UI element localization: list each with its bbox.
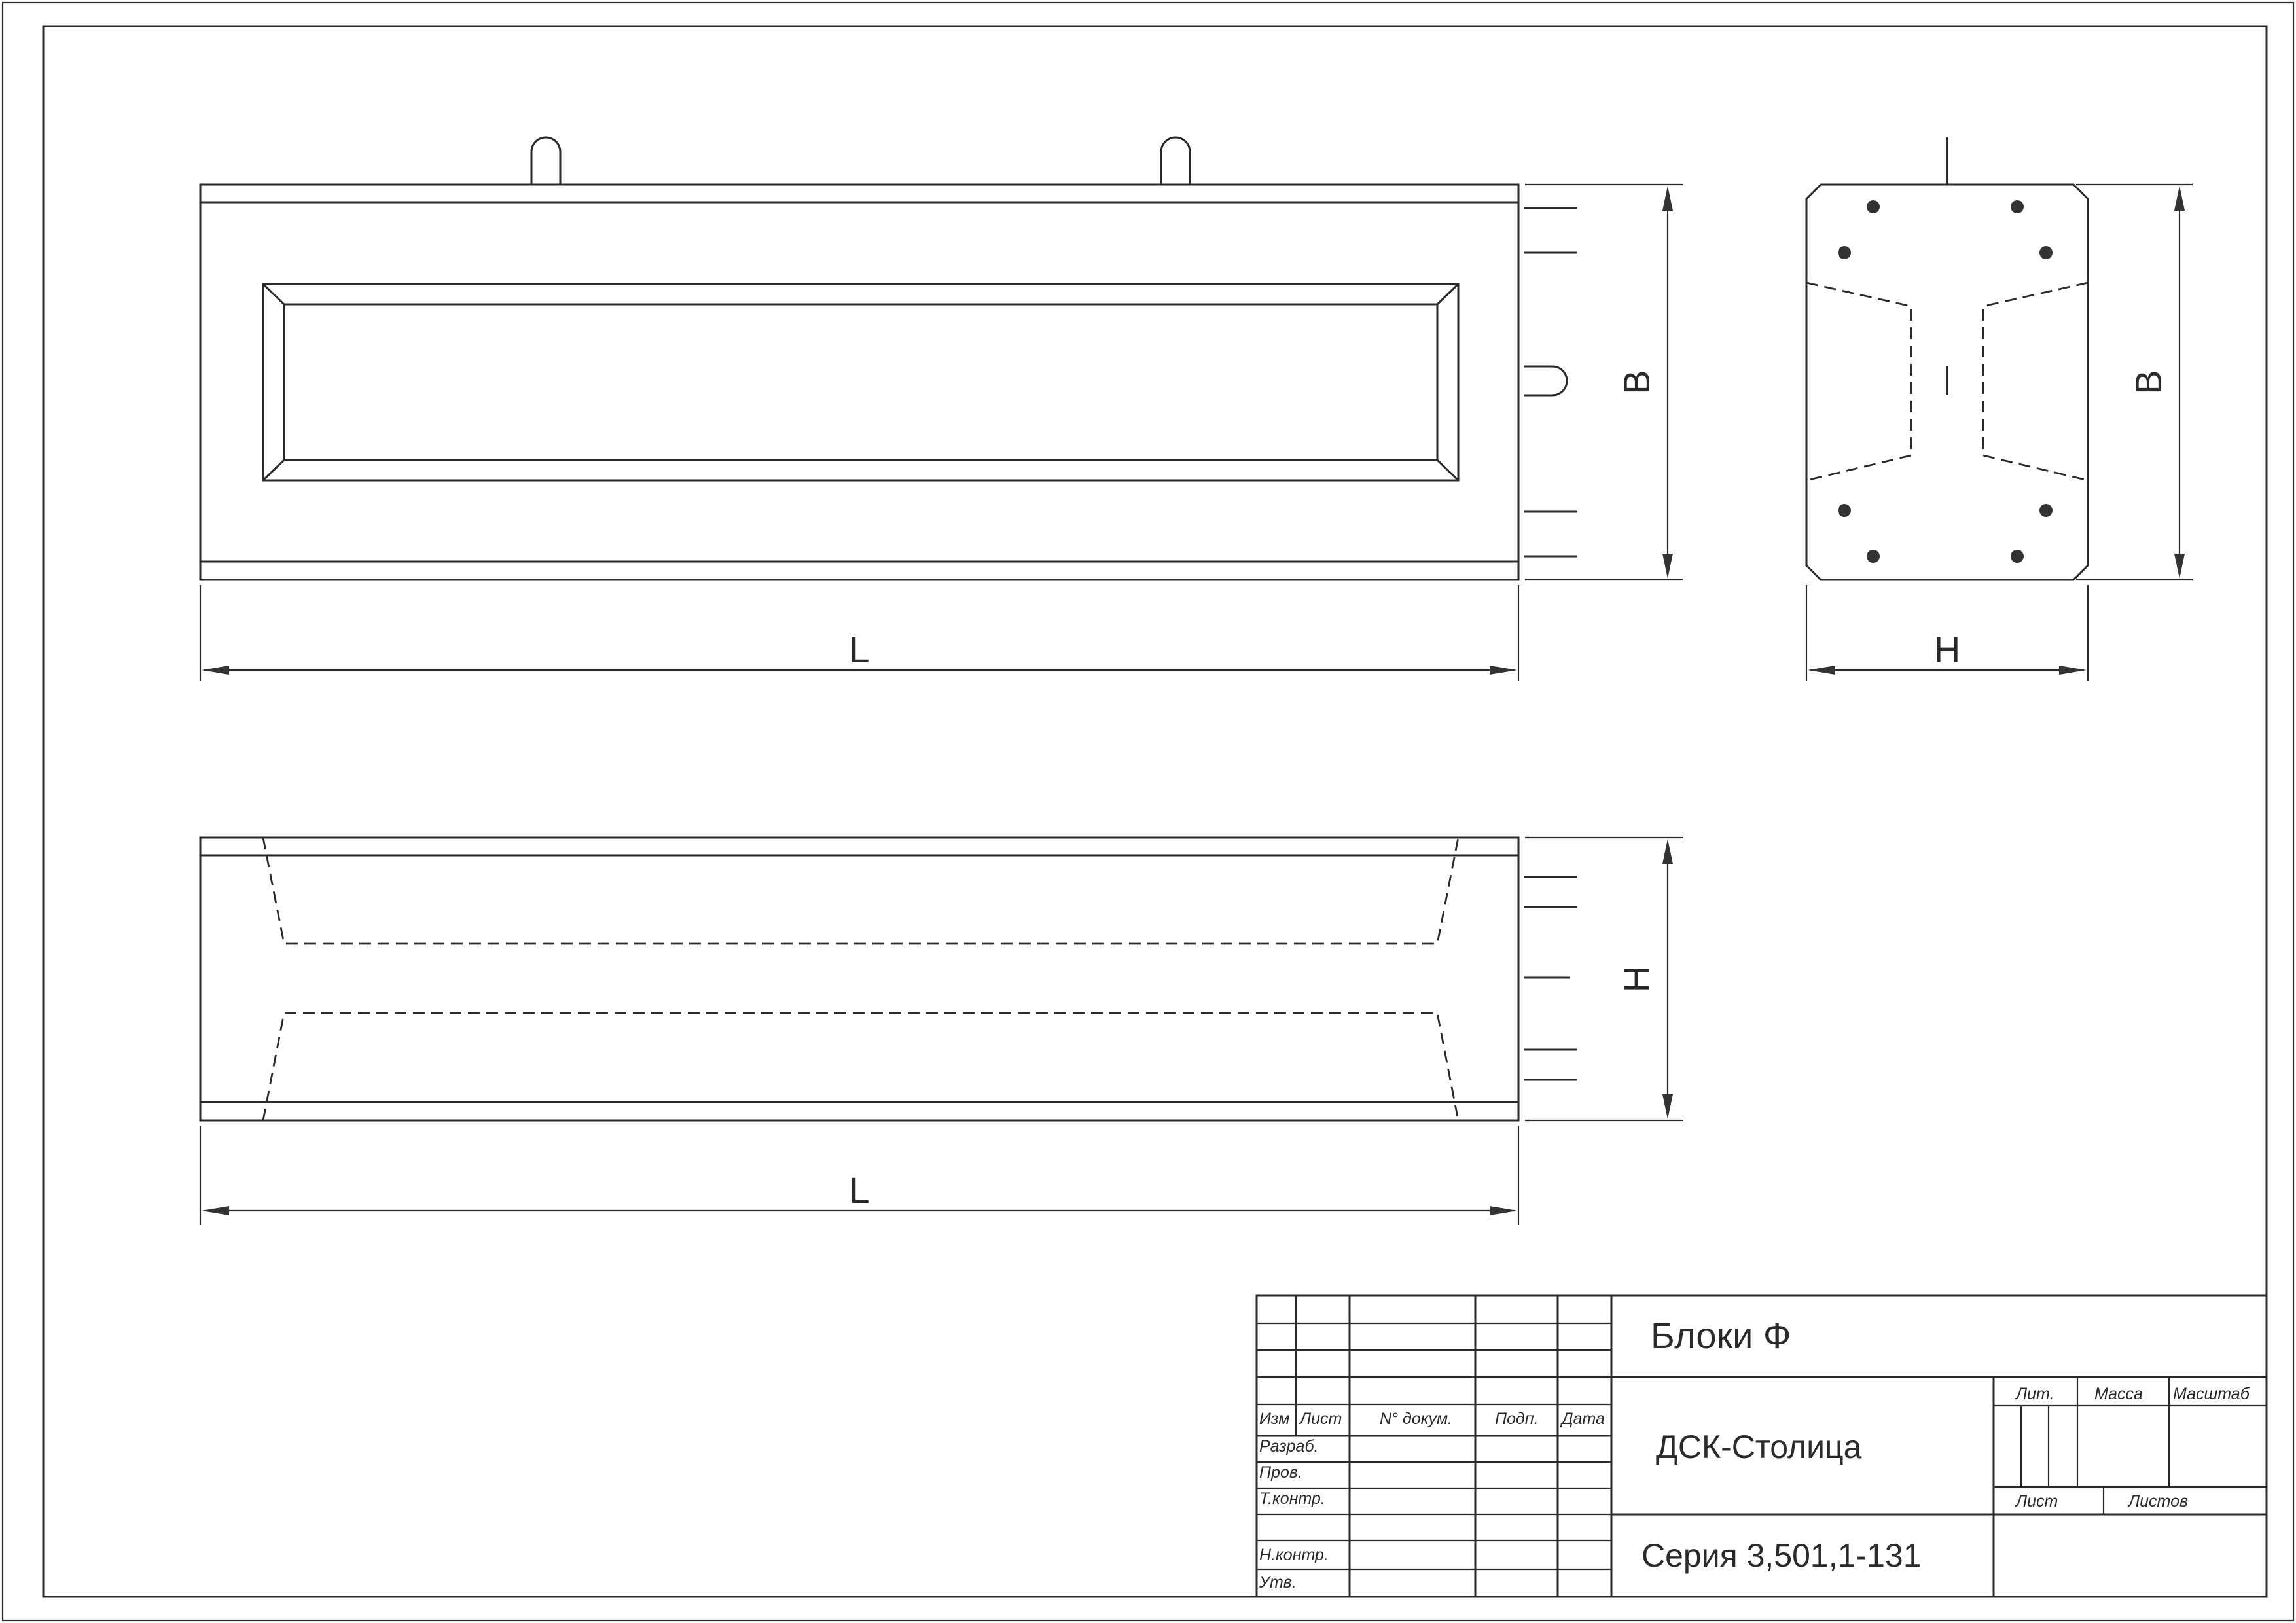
rebar-dot <box>2011 550 2024 563</box>
void-left <box>1806 281 1912 482</box>
rebar-dot <box>1838 246 1851 259</box>
label-lit: Лит. <box>2015 1385 2054 1403</box>
col-list: Лист <box>1299 1410 1342 1428</box>
rebar-dot <box>2039 504 2053 517</box>
rebar-dot <box>2039 246 2053 259</box>
rebar-dot <box>1867 550 1880 563</box>
side-view: B H <box>1805 137 2193 681</box>
col-doc-no: N° докум. <box>1380 1410 1452 1428</box>
row-tech-control: Т.контр. <box>1259 1489 1325 1508</box>
label-sheets: Листов <box>2127 1492 2188 1510</box>
label-scale: Масштаб <box>2173 1385 2250 1403</box>
side-loop <box>1524 365 1568 397</box>
row-approved: Утв. <box>1259 1573 1297 1592</box>
organization-name: ДСК-Столица <box>1656 1429 1862 1465</box>
plan-view: H L <box>199 836 1683 1225</box>
series-number: Серия 3,501,1-131 <box>1641 1537 1922 1574</box>
rebar-dot <box>1867 200 1880 213</box>
label-mass: Масса <box>2094 1385 2143 1403</box>
title-block: Изм Лист N° докум. Подп. Дата Разраб. Пр… <box>1255 1294 2268 1598</box>
dim-width-label: B <box>1616 370 1657 394</box>
label-sheet: Лист <box>2015 1492 2058 1510</box>
front-view-outline <box>199 183 1520 581</box>
void-right <box>1982 281 2089 482</box>
drawing-frame <box>42 25 2268 1598</box>
drawing-title: Блоки Ф <box>1651 1315 1791 1356</box>
void-bottom <box>262 1012 1460 1121</box>
void-top <box>262 837 1460 945</box>
dim-length-label-top: L <box>849 629 869 670</box>
col-izm: Изм <box>1259 1410 1289 1428</box>
dim-height-label-side: H <box>1934 629 1960 670</box>
col-sign: Подп. <box>1495 1410 1539 1428</box>
row-developed: Разраб. <box>1259 1437 1318 1455</box>
recess-outer <box>262 283 1460 482</box>
plan-view-outline <box>199 836 1520 1122</box>
rebar-dot <box>1838 504 1851 517</box>
col-date: Дата <box>1560 1410 1605 1428</box>
front-view: B L <box>199 136 1683 681</box>
row-norm-control: Н.контр. <box>1259 1546 1329 1564</box>
lifting-loop-right <box>1160 136 1191 185</box>
dim-width-label-side: B <box>2128 370 2169 394</box>
lifting-loop-left <box>530 136 562 185</box>
dim-length-label-bottom: L <box>849 1169 869 1211</box>
side-view-outline <box>1805 183 2089 581</box>
recess-inner <box>283 303 1439 461</box>
title-block-frame <box>1255 1294 2268 1598</box>
dim-height-label-plan: H <box>1616 966 1657 992</box>
rebar-dot <box>2011 200 2024 213</box>
row-checked: Пров. <box>1259 1463 1302 1482</box>
